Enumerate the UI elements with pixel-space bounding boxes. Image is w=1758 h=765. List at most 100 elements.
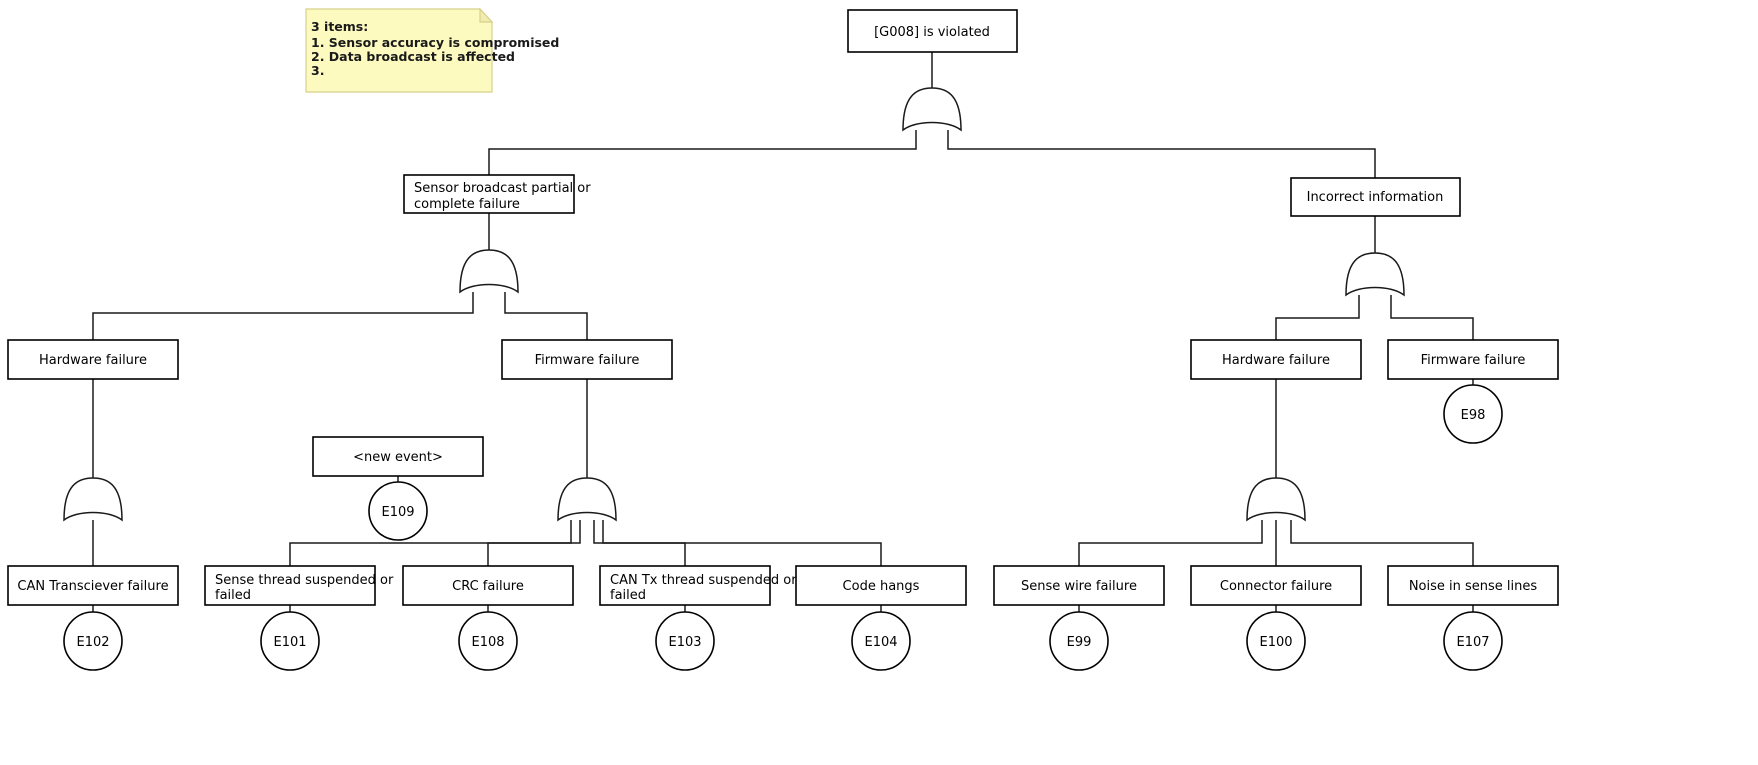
sticky-note-fold-icon bbox=[479, 7, 494, 23]
node-sensor-broadcast-label-line1: Sensor broadcast partial or bbox=[414, 181, 591, 196]
edge-incorrect-to-fw-right bbox=[1390, 295, 1474, 340]
sticky-note-line-2: 2. Data broadcast is affected bbox=[311, 49, 515, 64]
or-gate-firmware-left[interactable] bbox=[557, 477, 617, 522]
node-root[interactable]: [G008] is violated bbox=[847, 9, 1018, 53]
node-firmware-failure-left[interactable]: Firmware failure bbox=[501, 339, 673, 380]
node-root-label: [G008] is violated bbox=[874, 25, 990, 40]
node-can-transciever-failure-box bbox=[7, 565, 179, 606]
event-e108[interactable]: E108 bbox=[458, 611, 518, 671]
node-incorrect-information-label: Incorrect information bbox=[1307, 190, 1444, 205]
edge-fw-left-to-crc bbox=[487, 520, 581, 566]
node-new-event-box bbox=[312, 436, 484, 477]
event-e107-circle bbox=[1443, 611, 1503, 671]
event-e100[interactable]: E100 bbox=[1246, 611, 1306, 671]
node-sense-thread-suspended-box bbox=[204, 565, 376, 606]
event-e107[interactable]: E107 bbox=[1443, 611, 1503, 671]
node-hardware-failure-left[interactable]: Hardware failure bbox=[7, 339, 179, 380]
edge-sensor-to-hw-left bbox=[92, 292, 474, 340]
node-sense-wire-failure[interactable]: Sense wire failure bbox=[993, 565, 1165, 606]
node-hardware-failure-right-box bbox=[1190, 339, 1362, 380]
event-e102-label: E102 bbox=[76, 635, 109, 650]
or-gate-root[interactable] bbox=[902, 87, 962, 132]
edge-sensor-to-fw-left bbox=[504, 292, 588, 340]
edge-fw-left-to-sense-thread bbox=[289, 520, 572, 566]
node-noise-in-sense-lines-label: Noise in sense lines bbox=[1409, 579, 1538, 594]
edge-fw-left-to-code-hangs bbox=[602, 520, 882, 566]
sticky-note-line-3: 3. bbox=[311, 63, 324, 78]
node-firmware-failure-right-box bbox=[1387, 339, 1559, 380]
event-e99[interactable]: E99 bbox=[1049, 611, 1109, 671]
event-e101-circle bbox=[260, 611, 320, 671]
node-noise-in-sense-lines-box bbox=[1387, 565, 1559, 606]
node-code-hangs-label: Code hangs bbox=[843, 579, 920, 594]
node-can-transciever-failure-label: CAN Transciever failure bbox=[17, 579, 168, 594]
node-sense-wire-failure-label: Sense wire failure bbox=[1021, 579, 1137, 594]
node-firmware-failure-right-label: Firmware failure bbox=[1421, 353, 1526, 368]
event-e109-label: E109 bbox=[381, 505, 414, 520]
node-hardware-failure-right[interactable]: Hardware failure bbox=[1190, 339, 1362, 380]
event-e99-label: E99 bbox=[1067, 635, 1092, 650]
node-noise-in-sense-lines[interactable]: Noise in sense lines bbox=[1387, 565, 1559, 606]
event-e108-label: E108 bbox=[471, 635, 504, 650]
event-e98-label: E98 bbox=[1461, 408, 1486, 423]
sticky-note-body bbox=[305, 8, 493, 93]
node-connector-failure[interactable]: Connector failure bbox=[1190, 565, 1362, 606]
or-gate-incorrect-info[interactable] bbox=[1345, 252, 1405, 297]
event-e102[interactable]: E102 bbox=[63, 611, 123, 671]
node-hardware-failure-right-label: Hardware failure bbox=[1222, 353, 1330, 368]
or-gate-hardware-left[interactable] bbox=[63, 477, 123, 522]
or-gate-hardware-right[interactable] bbox=[1246, 477, 1306, 522]
node-new-event[interactable]: <new event> bbox=[312, 436, 484, 477]
node-firmware-failure-left-box bbox=[501, 339, 673, 380]
node-sense-thread-suspended-label-line2: failed bbox=[215, 588, 251, 603]
node-sensor-broadcast[interactable]: Sensor broadcast partial or complete fai… bbox=[403, 174, 591, 214]
node-can-transciever-failure[interactable]: CAN Transciever failure bbox=[7, 565, 179, 606]
edge-hw-right-to-sense-wire bbox=[1078, 520, 1263, 566]
node-can-tx-thread-suspended-label-line1: CAN Tx thread suspended or bbox=[610, 573, 797, 588]
node-sense-wire-failure-box bbox=[993, 565, 1165, 606]
edge-hw-right-to-noise bbox=[1290, 520, 1474, 566]
edge-incorrect-to-hw-right bbox=[1275, 295, 1360, 340]
node-can-tx-thread-suspended-label-line2: failed bbox=[610, 588, 646, 603]
node-new-event-label: <new event> bbox=[353, 450, 443, 465]
event-e107-label: E107 bbox=[1456, 635, 1489, 650]
event-e109[interactable]: E109 bbox=[368, 481, 428, 541]
event-e98-circle bbox=[1443, 384, 1503, 444]
event-e108-circle bbox=[458, 611, 518, 671]
edge-root-to-sensor bbox=[488, 130, 917, 175]
node-code-hangs[interactable]: Code hangs bbox=[795, 565, 967, 606]
edge-root-to-incorrect bbox=[947, 130, 1376, 178]
node-hardware-failure-left-label: Hardware failure bbox=[39, 353, 147, 368]
node-crc-failure-label: CRC failure bbox=[452, 579, 524, 594]
node-crc-failure[interactable]: CRC failure bbox=[402, 565, 574, 606]
event-e102-circle bbox=[63, 611, 123, 671]
event-e109-circle bbox=[368, 481, 428, 541]
node-firmware-failure-right[interactable]: Firmware failure bbox=[1387, 339, 1559, 380]
node-sense-thread-suspended[interactable]: Sense thread suspended or failed bbox=[204, 565, 394, 606]
node-connector-failure-label: Connector failure bbox=[1220, 579, 1332, 594]
event-e104-circle bbox=[851, 611, 911, 671]
event-e101-label: E101 bbox=[273, 635, 306, 650]
node-root-box bbox=[847, 9, 1018, 53]
node-sense-thread-suspended-label-line1: Sense thread suspended or bbox=[215, 573, 394, 588]
event-e104[interactable]: E104 bbox=[851, 611, 911, 671]
edge-layer bbox=[92, 52, 1474, 616]
event-e103-label: E103 bbox=[668, 635, 701, 650]
event-e98[interactable]: E98 bbox=[1443, 384, 1503, 444]
sticky-note[interactable]: 3 items: 1. Sensor accuracy is compromis… bbox=[305, 7, 559, 93]
event-e104-label: E104 bbox=[864, 635, 897, 650]
node-can-tx-thread-suspended[interactable]: CAN Tx thread suspended or failed bbox=[599, 565, 797, 606]
sticky-note-header: 3 items: bbox=[311, 19, 368, 34]
node-firmware-failure-left-label: Firmware failure bbox=[535, 353, 640, 368]
gate-layer bbox=[63, 87, 1405, 522]
event-e103[interactable]: E103 bbox=[655, 611, 715, 671]
event-e103-circle bbox=[655, 611, 715, 671]
event-e99-circle bbox=[1049, 611, 1109, 671]
or-gate-sensor-broadcast[interactable] bbox=[459, 249, 519, 294]
node-incorrect-information-box bbox=[1290, 177, 1461, 217]
node-can-tx-thread-suspended-box bbox=[599, 565, 771, 606]
event-e101[interactable]: E101 bbox=[260, 611, 320, 671]
event-e100-circle bbox=[1246, 611, 1306, 671]
node-sensor-broadcast-box bbox=[403, 174, 575, 214]
node-incorrect-information[interactable]: Incorrect information bbox=[1290, 177, 1461, 217]
